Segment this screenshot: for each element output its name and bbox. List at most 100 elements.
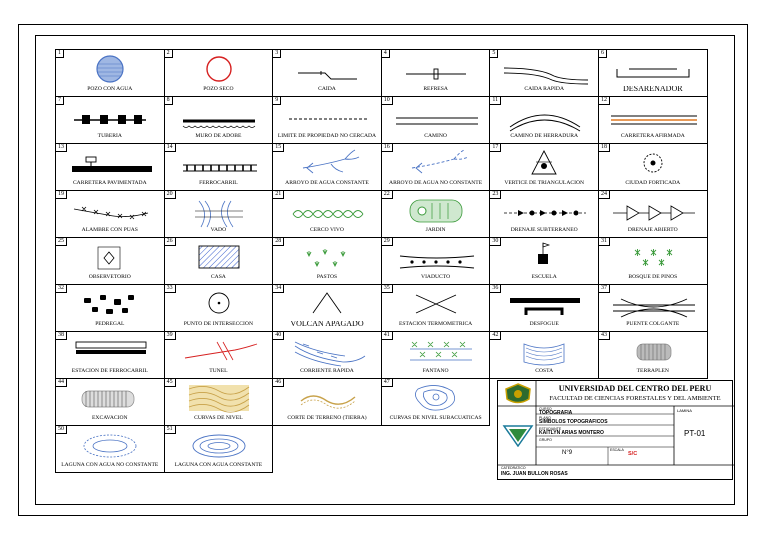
permanent-lagoon-icon <box>192 434 246 458</box>
symbol-number: 26 <box>164 238 176 246</box>
symbol-number: 14 <box>164 144 176 152</box>
symbol-number: 6 <box>599 50 607 58</box>
drop-icon <box>298 71 358 80</box>
symbol-number: 2 <box>164 50 173 58</box>
road-icon <box>395 117 478 125</box>
barbed-wire-icon <box>73 206 149 220</box>
underground-drain-icon <box>504 210 587 216</box>
symbol-label: CORTE DE TERRENO (TIERRA) <box>287 415 367 421</box>
symbol-number: 16 <box>381 144 393 152</box>
swamp-icon <box>409 341 472 361</box>
outlet-icon <box>510 298 581 315</box>
teacher-label: CATEDRATICO <box>501 466 526 470</box>
grass-icon <box>306 249 346 268</box>
symbol-label: PUENTE COLGANTE <box>626 321 680 327</box>
railway-station-icon <box>75 341 147 354</box>
coast-icon <box>523 343 565 366</box>
symbol-label: EXCAVACIÓN <box>92 415 128 421</box>
constant-stream-icon <box>303 149 360 174</box>
symbol-label: LAGUNA CON AGUA CONSTANTE <box>174 462 263 468</box>
symbol-label: ALAMBRE CON PÚAS <box>81 227 138 233</box>
intersection-point-icon <box>208 292 230 314</box>
symbol-label: REFRESA <box>423 86 448 92</box>
symbol-label: OBSERVETORIO <box>88 274 131 280</box>
symbol-label: POZO CON AGUA <box>87 86 133 92</box>
extinct-volcano-icon <box>312 292 342 314</box>
tunnel-icon <box>184 341 257 361</box>
symbol-label: DESFOGUE <box>529 321 559 327</box>
observatory-icon <box>97 246 121 270</box>
symbol-number: 50 <box>56 426 67 434</box>
symbol-number: 41 <box>381 332 393 340</box>
symbol-number: 3 <box>273 50 282 58</box>
symbol-label: VERTICE DE TRIANGULACIÓN <box>504 180 585 186</box>
sheet-outer-frame <box>18 24 748 516</box>
underwater-contours-icon <box>414 385 455 411</box>
symbol-label: ESCUELA <box>531 274 557 280</box>
symbol-number: 25 <box>56 238 67 246</box>
symbol-number: 34 <box>273 285 285 293</box>
symbol-number: 15 <box>273 144 285 152</box>
symbol-number: 18 <box>599 144 610 152</box>
intermittent-stream-icon <box>411 149 468 174</box>
symbol-label: VOLCAN APAGADO <box>290 321 364 327</box>
symbol-label: PASTOS <box>316 274 338 280</box>
title-block: UNIVERSIDAD DEL CENTRO DEL PERU FACULTAD… <box>497 380 734 480</box>
symbol-number: 44 <box>56 379 67 387</box>
student-label: ESTUDIANTE <box>539 427 562 431</box>
sheet-value: PT-01 <box>684 429 706 438</box>
symbol-number: 32 <box>56 285 67 293</box>
university-logo-icon <box>505 383 531 404</box>
symbol-number: 9 <box>273 97 282 105</box>
symbol-label: BOSQUE DE PINOS <box>628 274 678 280</box>
symbol-number: 43 <box>599 332 610 340</box>
symbol-label: CERCO VIVO <box>310 227 344 233</box>
group-label: GRUPO <box>539 438 552 442</box>
symbol-number: 33 <box>164 285 176 293</box>
sand-trap-icon <box>616 68 690 78</box>
plan-label: PLANO <box>539 416 551 420</box>
contour-lines-icon <box>188 385 249 413</box>
faculty-name: FACULTAD DE CIENCIAS FORESTALES Y DEL AM… <box>549 395 721 402</box>
symbol-number: 51 <box>164 426 176 434</box>
pine-forest-icon <box>634 249 673 266</box>
house-icon <box>198 245 240 269</box>
suspension-bridge-icon <box>613 298 695 318</box>
sheet-inner-frame <box>35 35 735 505</box>
dry-well-icon <box>205 56 232 82</box>
embankment-icon <box>636 343 672 361</box>
symbol-number: 45 <box>164 379 176 387</box>
symbol-label: DESARENADOR <box>623 86 683 92</box>
symbol-label: POZO SECO <box>203 86 234 92</box>
bridle-path-icon <box>510 114 581 132</box>
symbol-number: 39 <box>164 332 176 340</box>
title-block-lines <box>498 381 734 466</box>
faculty-logo-icon <box>502 425 534 447</box>
paved-road-icon <box>611 115 697 125</box>
